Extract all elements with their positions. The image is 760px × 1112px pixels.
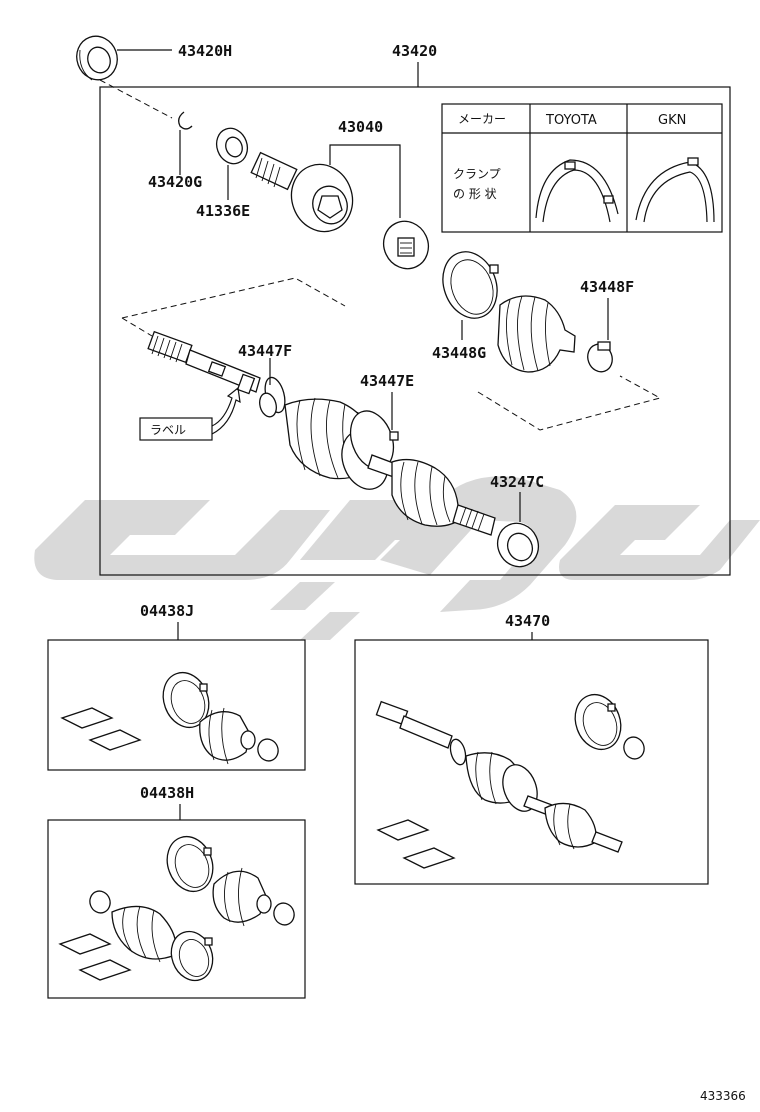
label-43470: 43470	[505, 612, 550, 630]
clamp-43448F	[587, 341, 613, 373]
kit-box-43470	[354, 639, 709, 885]
clamp-table: メーカー TOYOTA GKN クランプ の 形 状	[441, 103, 723, 233]
kit-box-04438H	[47, 819, 306, 999]
kit-43470-parts	[375, 693, 645, 869]
oil-seal-43420H	[76, 35, 118, 81]
label-43247C: 43247C	[490, 473, 544, 491]
boot	[497, 295, 576, 373]
ring-41336E	[215, 127, 249, 165]
label-43040: 43040	[338, 118, 383, 136]
table-row-label-1: クランプ	[453, 167, 501, 181]
outer-joint-43040	[250, 151, 354, 233]
label-04438J: 04438J	[140, 602, 194, 620]
table-maker-label: メーカー	[458, 112, 506, 126]
label-41336E: 41336E	[196, 202, 250, 220]
callout-text: ラベル	[150, 423, 186, 437]
inner-race	[382, 220, 430, 270]
snap-ring-43420G	[178, 111, 193, 130]
label-43420: 43420	[392, 42, 437, 60]
watermark-logo	[34, 476, 760, 640]
kit-04438H-parts	[58, 835, 295, 982]
drive-shaft	[147, 330, 496, 536]
diagram-id: 433366	[700, 1089, 746, 1103]
table-col-toyota: TOYOTA	[545, 113, 597, 128]
label-43447E: 43447E	[360, 372, 414, 390]
label-43448F: 43448F	[580, 278, 634, 296]
label-43448G: 43448G	[432, 344, 486, 362]
table-row-label-2: の 形 状	[453, 187, 497, 201]
seal-43247C	[496, 522, 540, 568]
kit-04438J-parts	[60, 671, 279, 765]
table-col-gkn: GKN	[658, 113, 686, 128]
label-callout: ラベル	[139, 373, 256, 441]
assembly-box-43420	[99, 86, 731, 576]
label-04438H: 04438H	[140, 784, 194, 802]
label-43420G: 43420G	[148, 173, 202, 191]
kit-box-04438J	[47, 639, 306, 771]
label-43447F: 43447F	[238, 342, 292, 360]
clamp-43448G	[442, 251, 499, 319]
label-43420H: 43420H	[178, 42, 232, 60]
